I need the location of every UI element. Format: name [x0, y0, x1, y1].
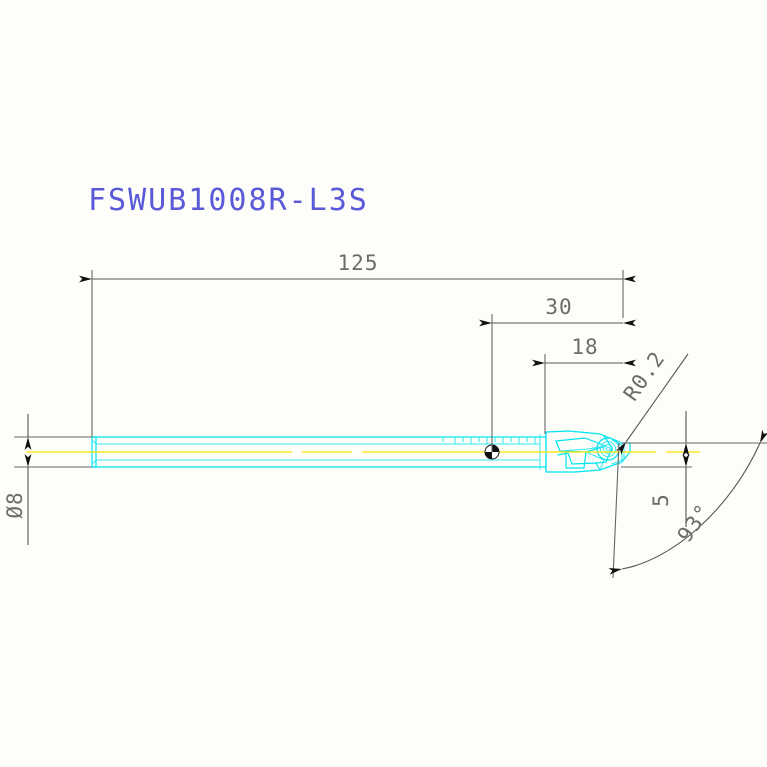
- angle-arc-93: [608, 429, 767, 575]
- dim-label-125: 125: [338, 251, 379, 275]
- clamp-screw-core: [605, 446, 611, 452]
- insert-lower-flank: [557, 452, 601, 471]
- dim-label-93: 93°: [673, 499, 716, 546]
- dim-label-r02: R0.2: [619, 347, 670, 405]
- insert-body: [565, 451, 587, 469]
- dim-label-18: 18: [571, 335, 598, 359]
- dimension-overall-length: 125: [79, 251, 636, 437]
- dimension-shank-diameter: Ø8: [3, 414, 92, 545]
- insert-clamp-face: [585, 451, 605, 471]
- insert-pocket-upper: [555, 437, 607, 453]
- shank-left-chamfer: [91, 439, 97, 465]
- leader-line-r02: [615, 353, 689, 455]
- graduation-marks: [442, 437, 536, 444]
- dimension-head-length: 30: [479, 295, 636, 452]
- drawing-title: FSWUB1008R-L3S: [88, 183, 369, 218]
- dimension-corner-radius: R0.2: [615, 347, 689, 455]
- dimension-flute-length: 18: [532, 335, 636, 434]
- dim-label-5: 5: [649, 493, 673, 507]
- dim-label-30: 30: [545, 295, 572, 319]
- tool-body-group: [26, 430, 700, 473]
- clamp-screw-mid: [600, 441, 616, 457]
- insert-pocket-edge: [559, 445, 607, 452]
- dim-label-d8: Ø8: [3, 491, 27, 518]
